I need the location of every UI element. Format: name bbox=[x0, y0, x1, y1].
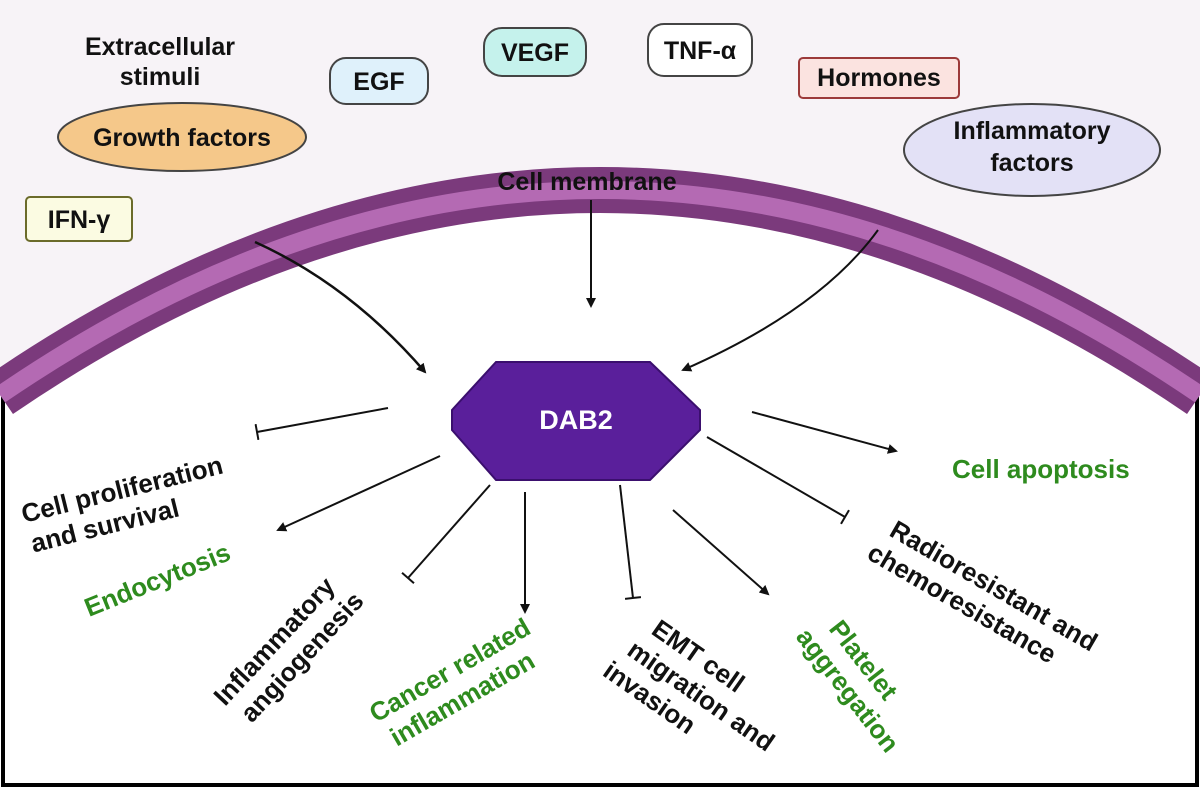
cell-membrane-inner bbox=[0, 181, 1200, 403]
dab2-label: DAB2 bbox=[539, 405, 613, 435]
inhibit-radioresistance-edge bbox=[706, 436, 850, 525]
inflammatory-factors-node: Inflammatory factors bbox=[903, 103, 1161, 197]
extracellular-label-line1: Extracellular bbox=[85, 33, 235, 61]
dab2-node: DAB2 bbox=[451, 361, 701, 481]
growth-factors-ellipse bbox=[57, 102, 307, 172]
inflammatory-factors-line2: factors bbox=[990, 149, 1073, 177]
egf-node: EGF bbox=[329, 57, 429, 105]
tnf-node: TNF-α bbox=[647, 23, 753, 77]
ifn-node: IFN-γ bbox=[25, 196, 133, 242]
extracellular-label-line2: stimuli bbox=[120, 63, 201, 91]
cell-apoptosis-label: Cell apoptosis bbox=[952, 454, 1130, 484]
vegf-box bbox=[483, 27, 587, 77]
inhibit-emt-edge bbox=[619, 484, 642, 600]
dab2-octagon bbox=[451, 361, 701, 481]
tnf-box bbox=[647, 23, 753, 77]
inflammatory-factors-ellipse bbox=[903, 103, 1161, 197]
growth-factors-label: Growth factors bbox=[93, 124, 271, 152]
arrow-ifn-to-dab2 bbox=[254, 240, 427, 374]
inhibit-proliferation-edge bbox=[254, 407, 389, 441]
hormones-node: Hormones bbox=[798, 57, 960, 99]
promote-platelet-edge bbox=[672, 509, 770, 596]
hormones-box bbox=[798, 57, 960, 99]
growth-factors-node: Growth factors bbox=[57, 102, 307, 172]
vegf-label: VEGF bbox=[501, 39, 569, 67]
tnf-label: TNF-α bbox=[664, 37, 737, 65]
promote-endocytosis-edge bbox=[276, 455, 441, 532]
hormones-label: Hormones bbox=[817, 64, 941, 92]
arrow-inflammatory-to-dab2 bbox=[681, 229, 879, 372]
inhibit-angiogenesis-edge bbox=[401, 484, 491, 585]
egf-label: EGF bbox=[353, 68, 404, 96]
inflammatory-factors-line1: Inflammatory bbox=[954, 117, 1111, 145]
promote-apoptosis-edge bbox=[751, 411, 898, 454]
ifn-label: IFN-γ bbox=[48, 206, 111, 234]
ifn-box bbox=[25, 196, 133, 242]
vegf-node: VEGF bbox=[483, 27, 587, 77]
egf-box bbox=[329, 57, 429, 105]
cell-membrane-label: Cell membrane bbox=[497, 168, 676, 196]
